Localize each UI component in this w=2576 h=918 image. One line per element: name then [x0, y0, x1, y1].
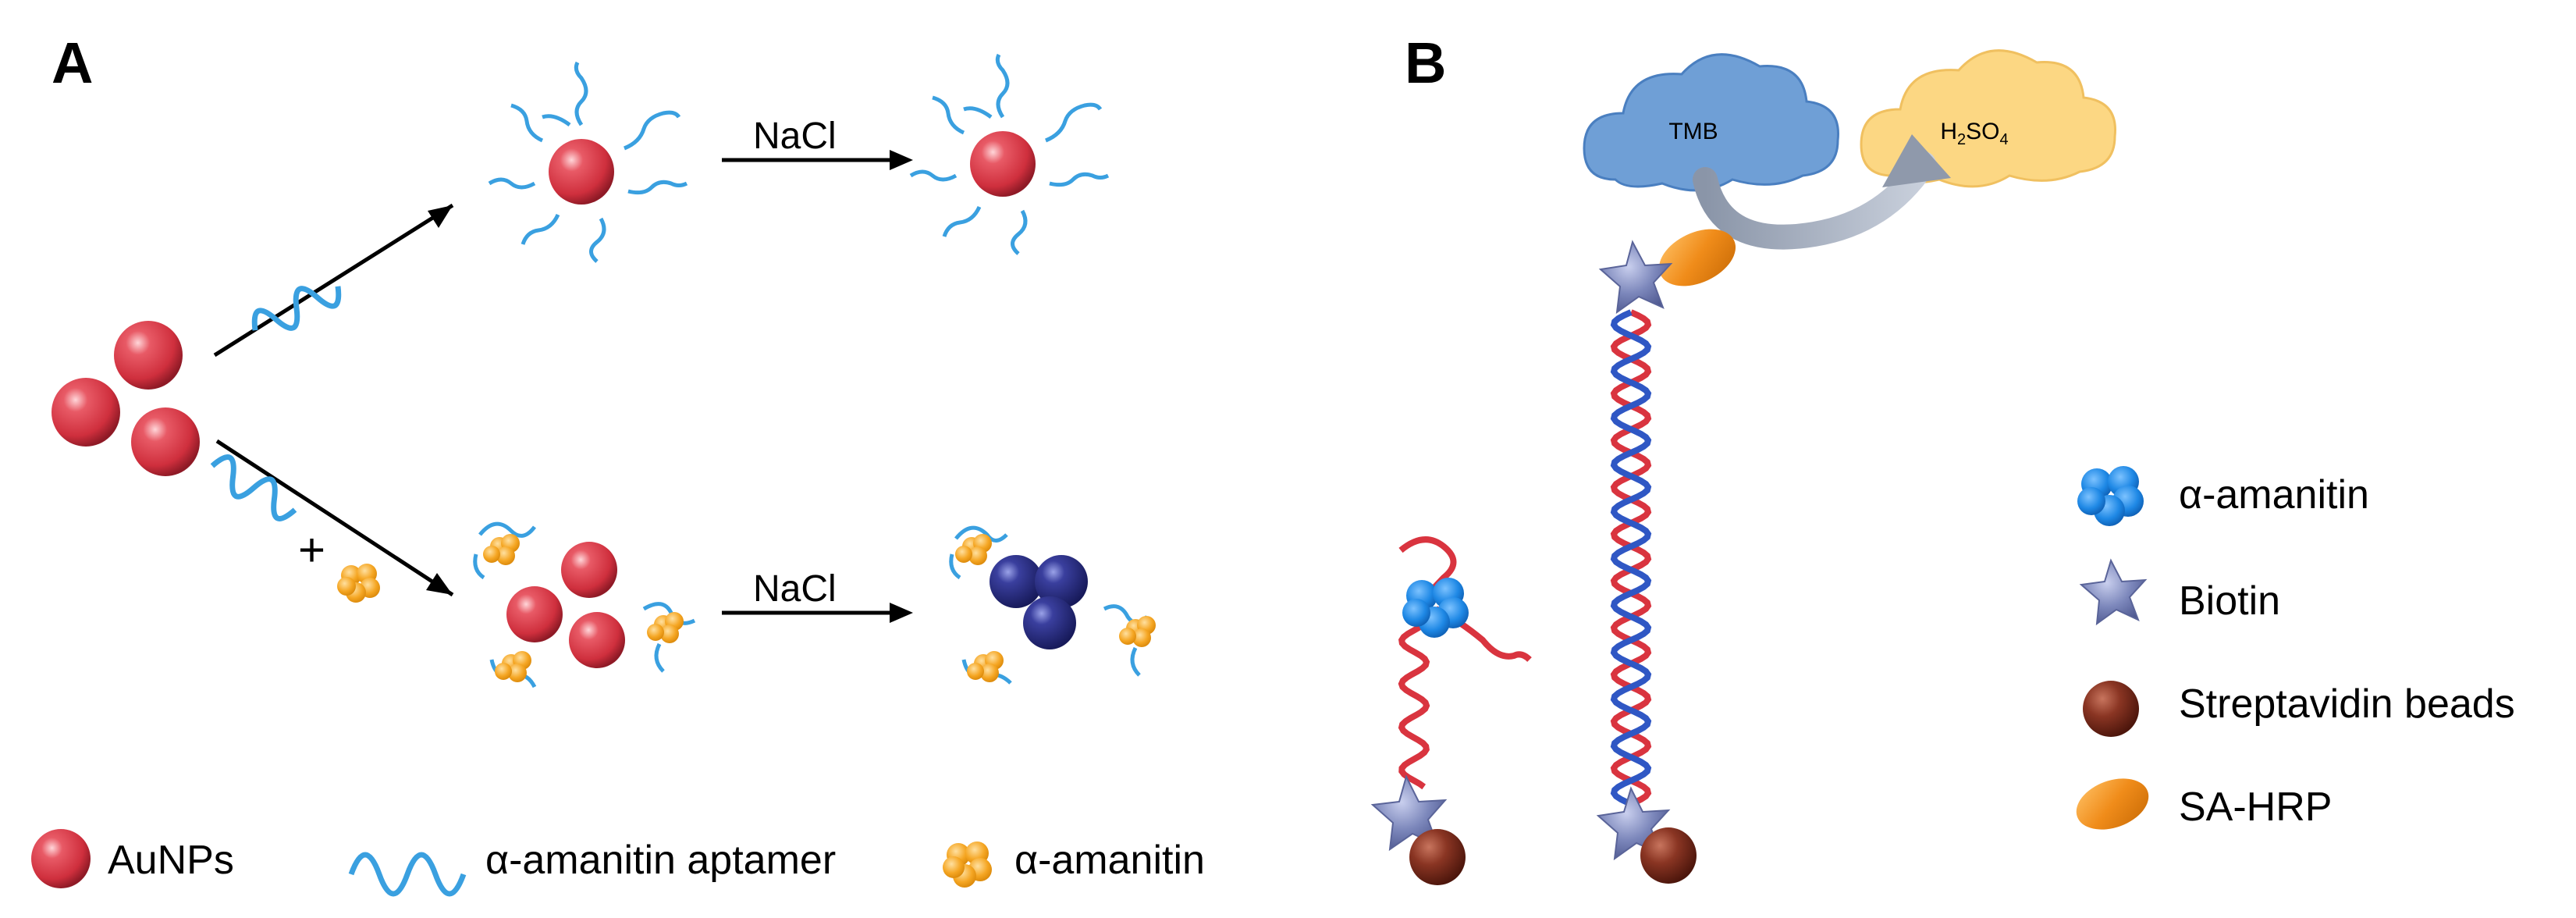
aunp-aptamer-stabilized — [909, 53, 1110, 255]
panel-label-b: B — [1405, 30, 1447, 95]
amanitin-legend-icon — [943, 842, 992, 888]
aptamer-legend-icon — [348, 852, 467, 897]
aunp-legend-icon — [31, 829, 91, 888]
aunp-particle — [52, 378, 120, 447]
amanitin-bound-blue — [1402, 578, 1469, 638]
aunp-cluster-start — [52, 321, 200, 476]
aunp-particle — [970, 131, 1036, 197]
nacl-label: NaCl — [753, 568, 837, 610]
panel-label-a: A — [52, 30, 94, 95]
aptamer-amanitin-complex — [473, 521, 536, 580]
aptamer-amanitin-complex — [489, 651, 537, 688]
plus-sign: + — [298, 524, 325, 576]
aunp-particle — [561, 542, 617, 598]
aptamer-strand — [210, 454, 297, 521]
bead-legend-icon — [2083, 681, 2139, 737]
biotin-legend-icon — [2079, 558, 2148, 626]
legend-b-sahrp-label: SA-HRP — [2179, 785, 2333, 830]
lower-branch-arrow: + — [210, 439, 454, 603]
tmb-label: TMB — [1668, 119, 1718, 144]
streptavidin-bead — [1409, 829, 1466, 885]
legend-a-icons — [31, 829, 992, 897]
aunp-free-with-complexes — [473, 521, 696, 688]
nacl-label: NaCl — [753, 116, 837, 157]
aunp-particle — [131, 407, 200, 476]
nacl-arrow-top: NaCl — [722, 116, 913, 170]
upper-branch-arrow — [213, 203, 454, 358]
h2so4-sub-4: 4 — [1999, 131, 2009, 148]
amanitin-molecule — [337, 564, 380, 603]
legend-b-beads-label: Streptavidin beads — [2179, 681, 2515, 727]
aptamer-single-strand — [1398, 536, 1532, 790]
sahrp-legend-icon — [2076, 778, 2149, 830]
aptamer-amanitin-complex — [961, 651, 1012, 685]
h2so4-h: H — [1940, 119, 1958, 144]
aptamer-amanitin-complex — [1103, 604, 1156, 677]
double-helix-long — [1610, 309, 1652, 806]
aptamer-amanitin-complex — [949, 525, 1008, 580]
sa-hrp-enzyme — [1658, 229, 1736, 286]
panel-a: + — [31, 53, 1156, 897]
legend-aptamer-label: α-amanitin aptamer — [485, 838, 837, 883]
h2so4-label: H2SO4 — [1904, 119, 2045, 149]
panel-b — [1370, 49, 2149, 885]
aunp-aptamer-complex — [488, 61, 688, 263]
aunp-aggregate — [949, 525, 1156, 685]
aunp-particle — [114, 321, 183, 390]
h2so4-so: SO — [1966, 119, 2000, 144]
aunp-particle — [549, 139, 614, 205]
aggregated-particle — [990, 555, 1043, 608]
amanitin-legend-icon-blue — [2077, 466, 2144, 526]
reaction-curve-arrow — [1693, 134, 1951, 250]
nacl-arrow-bottom: NaCl — [722, 568, 913, 623]
aptamer-amanitin-complex — [642, 602, 696, 673]
streptavidin-bead — [1640, 827, 1697, 884]
legend-amanitin-label: α-amanitin — [1014, 838, 1205, 883]
aptamer-strand — [251, 286, 342, 331]
aggregated-particle — [1035, 555, 1088, 608]
aggregated-particle — [1023, 596, 1076, 649]
legend-aunps-label: AuNPs — [108, 838, 234, 883]
legend-b-biotin-label: Biotin — [2179, 578, 2281, 624]
legend-b-icons — [2076, 466, 2149, 830]
legend-b-amanitin-label: α-amanitin — [2179, 472, 2369, 518]
biotin-star-top — [1598, 240, 1673, 315]
aunp-particle — [569, 612, 625, 668]
aunp-particle — [506, 586, 563, 642]
h2so4-sub-2: 2 — [1957, 131, 1967, 148]
